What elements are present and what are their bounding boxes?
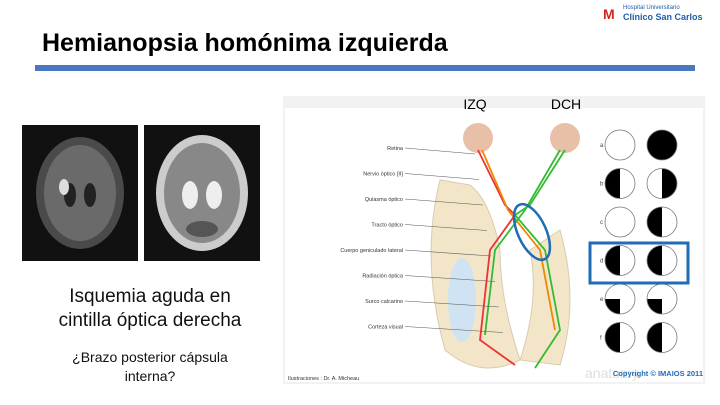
hospital-logo: M Hospital Universitario Clínico San Car… bbox=[603, 4, 713, 24]
anatomy-label: Tracto óptico bbox=[371, 223, 403, 229]
label-dch: DCH bbox=[551, 96, 581, 112]
visual-field-f-left-eye bbox=[604, 322, 636, 353]
lesion-highlight-ellipse bbox=[512, 202, 552, 262]
leader-line bbox=[404, 198, 484, 206]
anatomy-label: Surco calcarino bbox=[365, 299, 403, 305]
lesion-letter: b bbox=[600, 182, 604, 188]
diagnosis-caption: Isquemia aguda en cintilla óptica derech… bbox=[20, 285, 280, 333]
leader-line bbox=[404, 249, 492, 257]
lesion-letter: d bbox=[600, 259, 603, 265]
leader-line bbox=[404, 326, 504, 333]
mri-adc-image bbox=[144, 125, 260, 261]
lesion-letter: a bbox=[600, 143, 604, 149]
copyright: Copyright © IMAIOS 2011 bbox=[612, 369, 703, 378]
lesion-letter: f bbox=[600, 336, 602, 342]
anatomy-label: Retina bbox=[387, 146, 404, 152]
anatomy-label: Corteza visual bbox=[368, 325, 403, 331]
leader-line bbox=[404, 224, 488, 231]
slide-title: Hemianopsia homónima izquierda bbox=[42, 29, 448, 57]
leader-line bbox=[404, 147, 476, 155]
visual-field-a-left-eye bbox=[604, 129, 636, 161]
visual-field-c-right-eye bbox=[646, 206, 678, 238]
title-underline bbox=[35, 65, 695, 71]
logo-line1: Hospital Universitario bbox=[623, 5, 680, 11]
question-text: ¿Brazo posterior cápsula interna? bbox=[20, 348, 280, 386]
question-line2: interna? bbox=[124, 368, 176, 384]
anatomy-label: Nervio óptico [II] bbox=[363, 172, 403, 178]
visual-field-d-right-eye bbox=[646, 245, 678, 276]
visual-field-d-left-eye bbox=[604, 245, 636, 276]
label-izq: IZQ bbox=[463, 96, 486, 112]
visual-field-b-left-eye bbox=[604, 168, 636, 199]
highlighted-row-d bbox=[588, 241, 690, 285]
visual-pathways bbox=[477, 149, 566, 369]
caption-line2: cintilla óptica derecha bbox=[58, 310, 242, 331]
question-line1: ¿Brazo posterior cápsula bbox=[72, 349, 228, 365]
eyes bbox=[463, 123, 580, 153]
visual-field-b-right-eye bbox=[646, 168, 678, 199]
leader-line bbox=[404, 300, 500, 308]
anatomy-label: Radiación óptica bbox=[362, 274, 404, 280]
leader-line bbox=[404, 275, 496, 282]
visual-field-f-right-eye bbox=[646, 322, 678, 353]
leader-line bbox=[404, 173, 480, 180]
illustration-credit: Ilustraciones : Dr. A. Micheau bbox=[288, 376, 359, 382]
logo-mark: M bbox=[603, 6, 615, 22]
anatomy-label: Quiasma óptico bbox=[365, 197, 403, 203]
logo-line2: Clínico San Carlos bbox=[623, 12, 703, 22]
mri-dwi-image bbox=[22, 125, 138, 261]
caption-line1: Isquemia aguda en bbox=[69, 286, 231, 307]
visual-field-a-right-eye bbox=[646, 129, 678, 161]
anatomy-label: Cuerpo geniculado lateral bbox=[340, 248, 403, 254]
lesion-letter: c bbox=[600, 220, 603, 226]
lesion-letter: e bbox=[600, 297, 604, 303]
visual-field-c-left-eye bbox=[604, 206, 636, 238]
brain-outline bbox=[430, 179, 571, 369]
watermark: anatomy bbox=[585, 365, 639, 381]
